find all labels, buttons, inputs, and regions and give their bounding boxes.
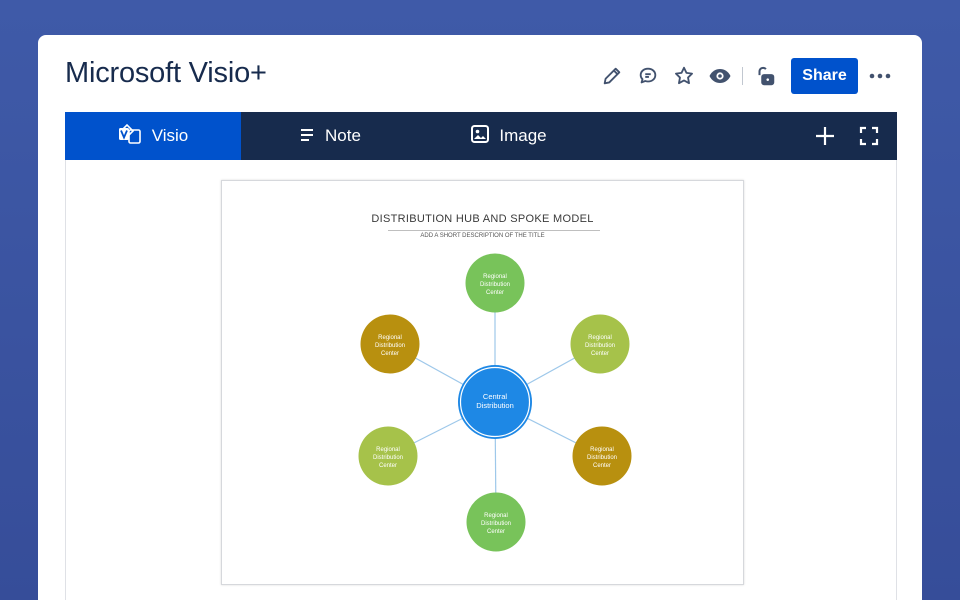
note-icon [301, 126, 315, 146]
spoke-label: Regional [590, 447, 614, 453]
tab-visio-label: Visio [151, 126, 189, 145]
visio-canvas-area: DISTRIBUTION HUB AND SPOKE MODEL ADD A S… [65, 160, 897, 600]
spoke-label: Distribution [375, 343, 405, 349]
diagram-title: DISTRIBUTION HUB AND SPOKE MODEL [371, 213, 594, 225]
spoke-label: Center [486, 290, 504, 296]
more-icon[interactable] [862, 58, 898, 94]
tab-image-label: Image [499, 126, 547, 145]
star-icon[interactable] [666, 58, 702, 94]
visio-icon [118, 123, 142, 150]
spoke-label: Distribution [481, 521, 511, 527]
spoke-circle [572, 426, 632, 486]
hub-label: Distribution [476, 401, 514, 410]
hub-spoke-diagram: CentralDistributionRegionalDistributionC… [358, 253, 632, 552]
spoke-label: Distribution [480, 282, 510, 288]
spoke-label: Center [593, 463, 611, 469]
spoke-label: Distribution [587, 455, 617, 461]
edit-icon[interactable] [594, 58, 630, 94]
header-actions: Share [594, 58, 898, 94]
spoke-label: Distribution [373, 455, 403, 461]
spoke-label: Regional [588, 335, 612, 341]
spoke-label: Distribution [585, 343, 615, 349]
spoke-label: Regional [484, 513, 508, 519]
page-title: Microsoft Visio+ [65, 57, 267, 89]
spoke-label: Center [487, 529, 505, 535]
diagram-page[interactable]: DISTRIBUTION HUB AND SPOKE MODEL ADD A S… [221, 180, 744, 585]
tab-image[interactable]: Image [421, 112, 597, 160]
hub-inner-ring [459, 366, 531, 438]
diagram-subtitle: ADD A SHORT DESCRIPTION OF THE TITLE [420, 233, 545, 239]
spoke-circle [466, 492, 526, 552]
spoke-circle [358, 426, 418, 486]
editor-toolbar: Visio Note Image [65, 112, 897, 160]
hub-outer-ring [458, 365, 532, 439]
share-button[interactable]: Share [791, 58, 858, 94]
watch-icon[interactable] [702, 58, 738, 94]
spoke-label: Center [381, 351, 399, 357]
spoke-label: Center [591, 351, 609, 357]
spoke-label: Regional [378, 335, 402, 341]
toolbar-right [807, 118, 897, 154]
add-icon[interactable] [807, 118, 843, 154]
title-underline [388, 230, 600, 231]
spoke-label: Center [379, 463, 397, 469]
spoke-circle [570, 314, 630, 374]
tab-note-label: Note [325, 126, 361, 145]
unlock-icon[interactable] [747, 58, 783, 94]
macro-card: Microsoft Visio+ [38, 35, 922, 600]
hub-label: Central [483, 392, 508, 401]
tab-note[interactable]: Note [241, 112, 421, 160]
spoke-circle [465, 253, 525, 313]
image-icon [471, 124, 490, 148]
comment-icon[interactable] [630, 58, 666, 94]
spoke-label: Regional [376, 447, 400, 453]
fullscreen-icon[interactable] [851, 118, 887, 154]
tab-visio[interactable]: Visio [65, 112, 241, 160]
divider [742, 67, 743, 85]
spoke-label: Regional [483, 274, 507, 280]
spoke-circle [360, 314, 420, 374]
